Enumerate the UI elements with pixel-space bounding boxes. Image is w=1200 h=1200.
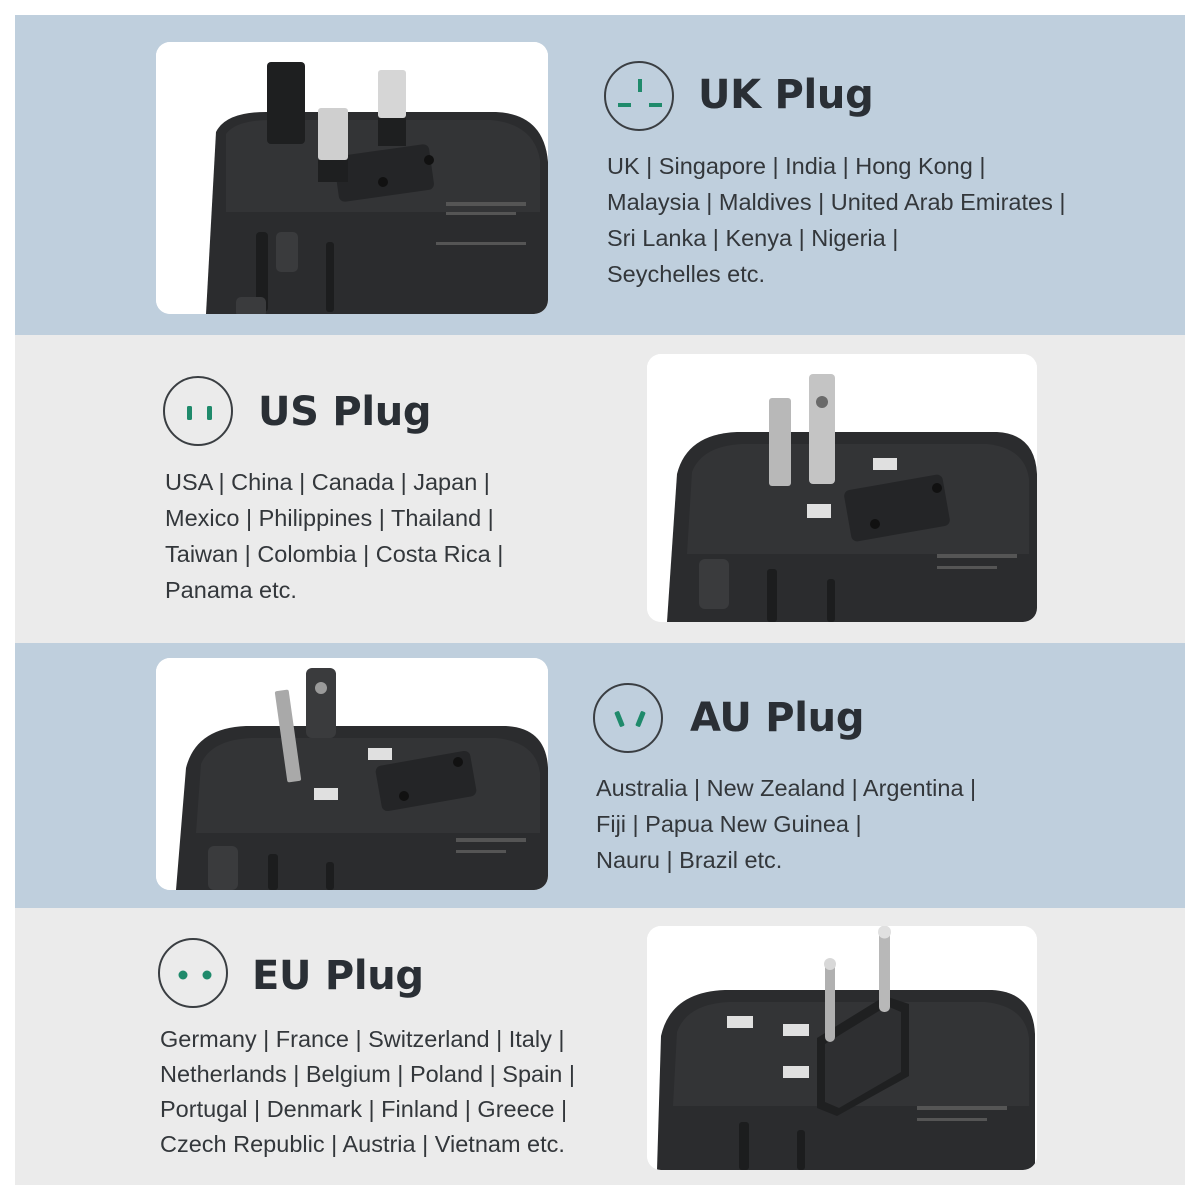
list-item: Netherlands | Belgium | Poland | Spain | — [160, 1061, 576, 1087]
list-item: UK | Singapore | India | Hong Kong | — [607, 153, 986, 179]
list-item: Nauru | Brazil etc. — [596, 847, 783, 873]
list-item: Germany | France | Switzerland | Italy | — [160, 1026, 565, 1052]
us-adapter-photo — [647, 354, 1037, 622]
list-item: Czech Republic | Austria | Vietnam etc. — [160, 1131, 565, 1157]
au-socket-icon — [593, 683, 663, 753]
eu-country-list: Germany | France | Switzerland | Italy |… — [160, 1022, 575, 1162]
au-country-list: Australia | New Zealand | Argentina | Fi… — [596, 770, 976, 878]
uk-country-list: UK | Singapore | India | Hong Kong | Mal… — [607, 148, 1065, 292]
list-item: USA | China | Canada | Japan | — [165, 469, 490, 495]
list-item: Malaysia | Maldives | United Arab Emirat… — [607, 189, 1066, 215]
uk-socket-icon — [604, 61, 674, 131]
eu-adapter-photo — [647, 926, 1037, 1170]
list-item: Mexico | Philippines | Thailand | — [165, 505, 494, 531]
list-item: Sri Lanka | Kenya | Nigeria | — [607, 225, 899, 251]
list-item: Panama etc. — [165, 577, 297, 603]
us-socket-icon — [163, 376, 233, 446]
list-item: Portugal | Denmark | Finland | Greece | — [160, 1096, 568, 1122]
uk-plug-title: UK Plug — [698, 72, 874, 118]
list-item: Taiwan | Colombia | Costa Rica | — [165, 541, 504, 567]
eu-socket-icon — [158, 938, 228, 1008]
list-item: Seychelles etc. — [607, 261, 766, 287]
us-plug-title: US Plug — [258, 389, 432, 435]
list-item: Australia | New Zealand | Argentina | — [596, 775, 977, 801]
eu-plug-title: EU Plug — [252, 953, 424, 999]
list-item: Fiji | Papua New Guinea | — [596, 811, 862, 837]
au-plug-title: AU Plug — [690, 695, 865, 741]
us-country-list: USA | China | Canada | Japan | Mexico | … — [165, 464, 503, 608]
uk-adapter-photo — [156, 42, 548, 314]
au-adapter-photo — [156, 658, 548, 890]
